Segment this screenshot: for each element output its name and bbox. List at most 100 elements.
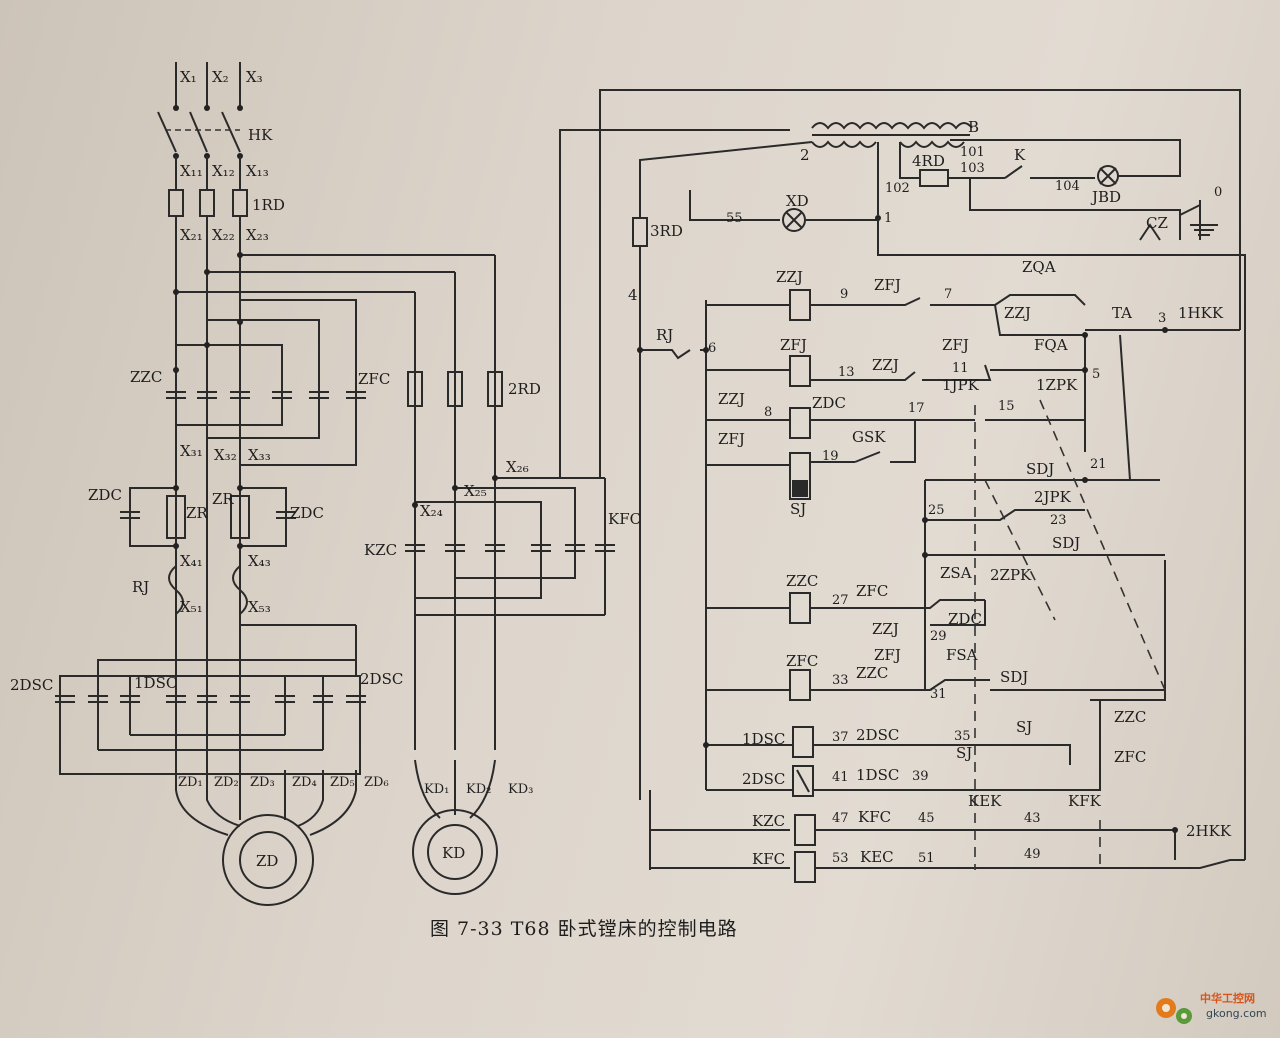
label-zr-right: ZR [212, 490, 234, 508]
label-1rd: 1RD [252, 196, 285, 214]
label-zdc-coil: ZDC [812, 394, 846, 412]
labels: X₁ X₂ X₃ HK X₁₁ X₁₂ X₁₃ 1RD X₂₁ X₂₂ X₂₃ … [10, 68, 1232, 870]
label-x41: X₄₁ [180, 552, 203, 570]
label-x12: X₁₂ [212, 162, 235, 180]
label-fsa: FSA [946, 646, 978, 664]
label-104: 104 [1055, 179, 1080, 194]
label-19: 19 [822, 449, 839, 464]
label-2hkk: 2HKK [1186, 822, 1232, 840]
label-zqa: ZQA [1022, 258, 1056, 276]
label-31: 31 [930, 687, 947, 702]
label-sj-contact-1: SJ [1016, 718, 1032, 736]
label-zfj-contact-1: ZFJ [874, 276, 901, 294]
label-4: 4 [628, 286, 638, 304]
label-27: 27 [832, 593, 849, 608]
label-2dsc-left: 2DSC [10, 676, 53, 694]
label-101: 101 [960, 145, 985, 160]
label-zd4: ZD₄ [292, 775, 317, 790]
label-zzj-coil: ZZJ [776, 268, 803, 286]
label-zd2: ZD₂ [214, 775, 239, 790]
label-kfc-contact: KFC [858, 808, 891, 826]
label-n2: 2 [800, 146, 810, 164]
label-0: 0 [1214, 185, 1222, 200]
label-x13: X₁₃ [246, 162, 269, 180]
label-43: 43 [1024, 811, 1041, 826]
label-kzc-coil: KZC [752, 812, 785, 830]
label-kd2: KD₂ [466, 782, 491, 797]
label-6: 6 [708, 341, 716, 356]
label-sdj-1: SDJ [1026, 460, 1054, 478]
label-b: B [968, 118, 979, 136]
label-2dsc-coil: 2DSC [742, 770, 785, 788]
label-kfc-coil: KFC [752, 850, 785, 868]
label-49: 49 [1024, 847, 1041, 862]
label-x11: X₁₁ [180, 162, 203, 180]
label-kd-motor: KD [442, 844, 465, 862]
label-kd3: KD₃ [508, 782, 533, 797]
label-2zpk: 2ZPK [990, 566, 1032, 584]
label-1zpk: 1ZPK [1036, 376, 1078, 394]
label-1dsc: 1DSC [134, 674, 177, 692]
label-x21: X₂₁ [180, 226, 203, 244]
label-37: 37 [832, 730, 849, 745]
label-x53: X₅₃ [248, 598, 271, 616]
label-35: 35 [954, 729, 971, 744]
label-kek: KEK [968, 792, 1002, 810]
label-2jpk: 2JPK [1034, 488, 1072, 506]
label-5: 5 [1092, 367, 1100, 382]
label-rj-contact: RJ [656, 326, 673, 344]
label-4rd: 4RD [912, 152, 945, 170]
label-13: 13 [838, 365, 855, 380]
label-1dsc-coil: 1DSC [742, 730, 785, 748]
label-45: 45 [918, 811, 935, 826]
label-25: 25 [928, 503, 945, 518]
label-2rd: 2RD [508, 380, 541, 398]
label-11: 11 [952, 361, 969, 376]
label-rj: RJ [132, 578, 149, 596]
label-zzc-contact: ZZC [856, 664, 888, 682]
label-jbd: JBD [1090, 188, 1121, 206]
label-3rd: 3RD [650, 222, 683, 240]
label-kfc: KFC [608, 510, 641, 528]
label-zfj-contact-3: ZFJ [718, 430, 745, 448]
label-2dsc-right: 2DSC [360, 670, 403, 688]
gear-logo-icon [1156, 998, 1192, 1024]
label-zfj-contact-4: ZFJ [874, 646, 901, 664]
label-zfj-contact-2: ZFJ [942, 336, 969, 354]
label-x43: X₄₃ [248, 552, 271, 570]
label-47: 47 [832, 811, 849, 826]
label-zd6: ZD₆ [364, 775, 389, 790]
label-zd3: ZD₃ [250, 775, 275, 790]
label-x1: X₁ [180, 68, 197, 86]
label-sdj-3: SDJ [1000, 668, 1028, 686]
label-zfj-coil: ZFJ [780, 336, 807, 354]
label-x3: X₃ [246, 68, 263, 86]
label-xd: XD [786, 192, 809, 210]
label-zzc-right: ZZC [1114, 708, 1146, 726]
label-55: 55 [726, 211, 743, 226]
label-zzj-contact-1: ZZJ [1004, 304, 1031, 322]
label-23: 23 [1050, 513, 1067, 528]
label-zd5: ZD₅ [330, 775, 355, 790]
label-zfc-right: ZFC [1114, 748, 1146, 766]
label-9: 9 [840, 287, 848, 302]
label-1jpk: 1JPK [942, 376, 980, 394]
label-x33: X₃₃ [248, 446, 271, 464]
label-1: 1 [884, 211, 892, 226]
label-x22: X₂₂ [212, 226, 235, 244]
label-41: 41 [832, 770, 849, 785]
label-x26: X₂₆ [506, 458, 529, 476]
label-x24: X₂₄ [420, 502, 443, 520]
label-x23: X₂₃ [246, 226, 269, 244]
label-zd-motor: ZD [256, 852, 278, 870]
label-x31: X₃₁ [180, 442, 203, 460]
label-zd1: ZD₁ [178, 775, 203, 790]
label-zzj-contact-4: ZZJ [872, 620, 899, 638]
label-2dsc-contact: 2DSC [856, 726, 899, 744]
label-fqa: FQA [1034, 336, 1068, 354]
watermark: 中华工控网 gkong.com [1148, 988, 1272, 1030]
label-ta: TA [1112, 304, 1132, 322]
label-kfk: KFK [1068, 792, 1102, 810]
label-x32: X₃₂ [214, 446, 237, 464]
